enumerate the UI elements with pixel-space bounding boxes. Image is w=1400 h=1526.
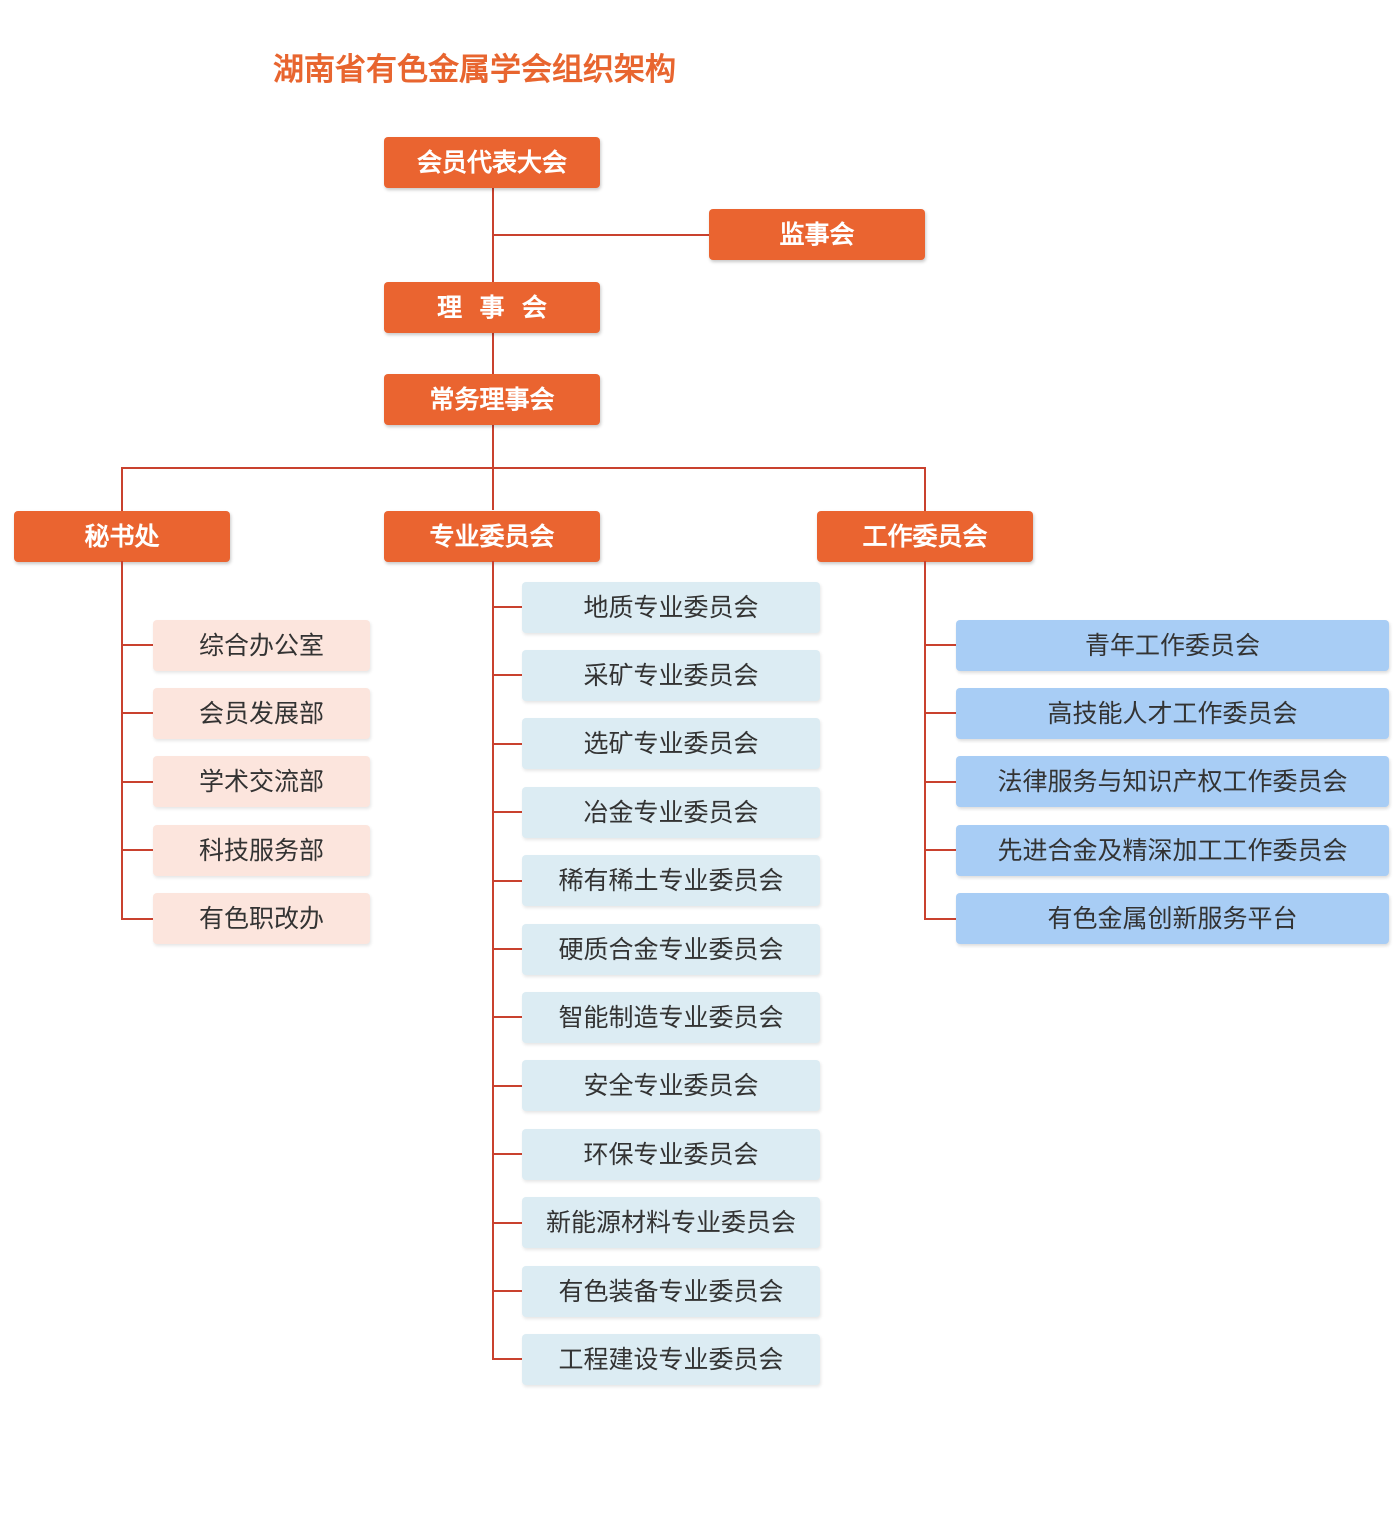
secretariat-connector-tick: [121, 712, 153, 714]
professional-item-box: 硬质合金专业委员会: [522, 924, 820, 975]
professional-connector-tick: [492, 743, 522, 745]
secretariat-drop-line: [121, 467, 123, 511]
working-item-box: 高技能人才工作委员会: [956, 688, 1389, 739]
chart-title: 湖南省有色金属学会组织架构: [273, 52, 676, 88]
professional-item-box: 稀有稀土专业委员会: [522, 855, 820, 906]
working-connector-tick: [924, 644, 956, 646]
secretariat-spine-line: [121, 561, 123, 920]
professional-connector-tick: [492, 880, 522, 882]
professional-item-box: 新能源材料专业委员会: [522, 1197, 820, 1248]
working-committees-box: 工作委员会: [817, 511, 1033, 562]
professional-connector-tick: [492, 674, 522, 676]
professional-item-box: 安全专业委员会: [522, 1060, 820, 1111]
branch-bus-line: [121, 467, 926, 469]
trunk-line: [492, 187, 494, 510]
professional-spine-line: [492, 561, 494, 1360]
working-connector-tick: [924, 918, 956, 920]
professional-item-box: 冶金专业委员会: [522, 787, 820, 838]
professional-connector-tick: [492, 948, 522, 950]
working-connector-tick: [924, 712, 956, 714]
members-congress-box: 会员代表大会: [384, 137, 600, 188]
secretariat-item-box: 综合办公室: [153, 620, 370, 671]
professional-item-box: 智能制造专业委员会: [522, 992, 820, 1043]
secretariat-connector-tick: [121, 644, 153, 646]
secretariat-item-box: 会员发展部: [153, 688, 370, 739]
professional-connector-tick: [492, 1290, 522, 1292]
professional-item-box: 环保专业委员会: [522, 1129, 820, 1180]
professional-connector-tick: [492, 1085, 522, 1087]
secretariat-connector-tick: [121, 918, 153, 920]
professional-committees-box: 专业委员会: [384, 511, 600, 562]
standing-council-box: 常务理事会: [384, 374, 600, 425]
working-connector-tick: [924, 849, 956, 851]
working-item-box: 有色金属创新服务平台: [956, 893, 1389, 944]
secretariat-box: 秘书处: [14, 511, 230, 562]
professional-item-box: 地质专业委员会: [522, 582, 820, 633]
professional-item-box: 采矿专业委员会: [522, 650, 820, 701]
working-drop-line: [924, 467, 926, 511]
secretariat-connector-tick: [121, 849, 153, 851]
secretariat-connector-tick: [121, 781, 153, 783]
professional-item-box: 工程建设专业委员会: [522, 1334, 820, 1385]
supervisory-connector: [492, 234, 709, 236]
working-item-box: 先进合金及精深加工工作委员会: [956, 825, 1389, 876]
professional-connector-tick: [492, 1153, 522, 1155]
working-item-box: 法律服务与知识产权工作委员会: [956, 756, 1389, 807]
secretariat-item-box: 有色职改办: [153, 893, 370, 944]
professional-item-box: 选矿专业委员会: [522, 718, 820, 769]
professional-connector-tick: [492, 606, 522, 608]
professional-connector-tick: [492, 1016, 522, 1018]
professional-connector-tick: [492, 1358, 522, 1360]
secretariat-item-box: 科技服务部: [153, 825, 370, 876]
secretariat-item-box: 学术交流部: [153, 756, 370, 807]
professional-item-box: 有色装备专业委员会: [522, 1266, 820, 1317]
working-item-box: 青年工作委员会: [956, 620, 1389, 671]
professional-connector-tick: [492, 811, 522, 813]
professional-connector-tick: [492, 1222, 522, 1224]
working-spine-line: [924, 561, 926, 920]
supervisory-board-box: 监事会: [709, 209, 925, 260]
council-box: 理 事 会: [384, 282, 600, 333]
working-connector-tick: [924, 781, 956, 783]
